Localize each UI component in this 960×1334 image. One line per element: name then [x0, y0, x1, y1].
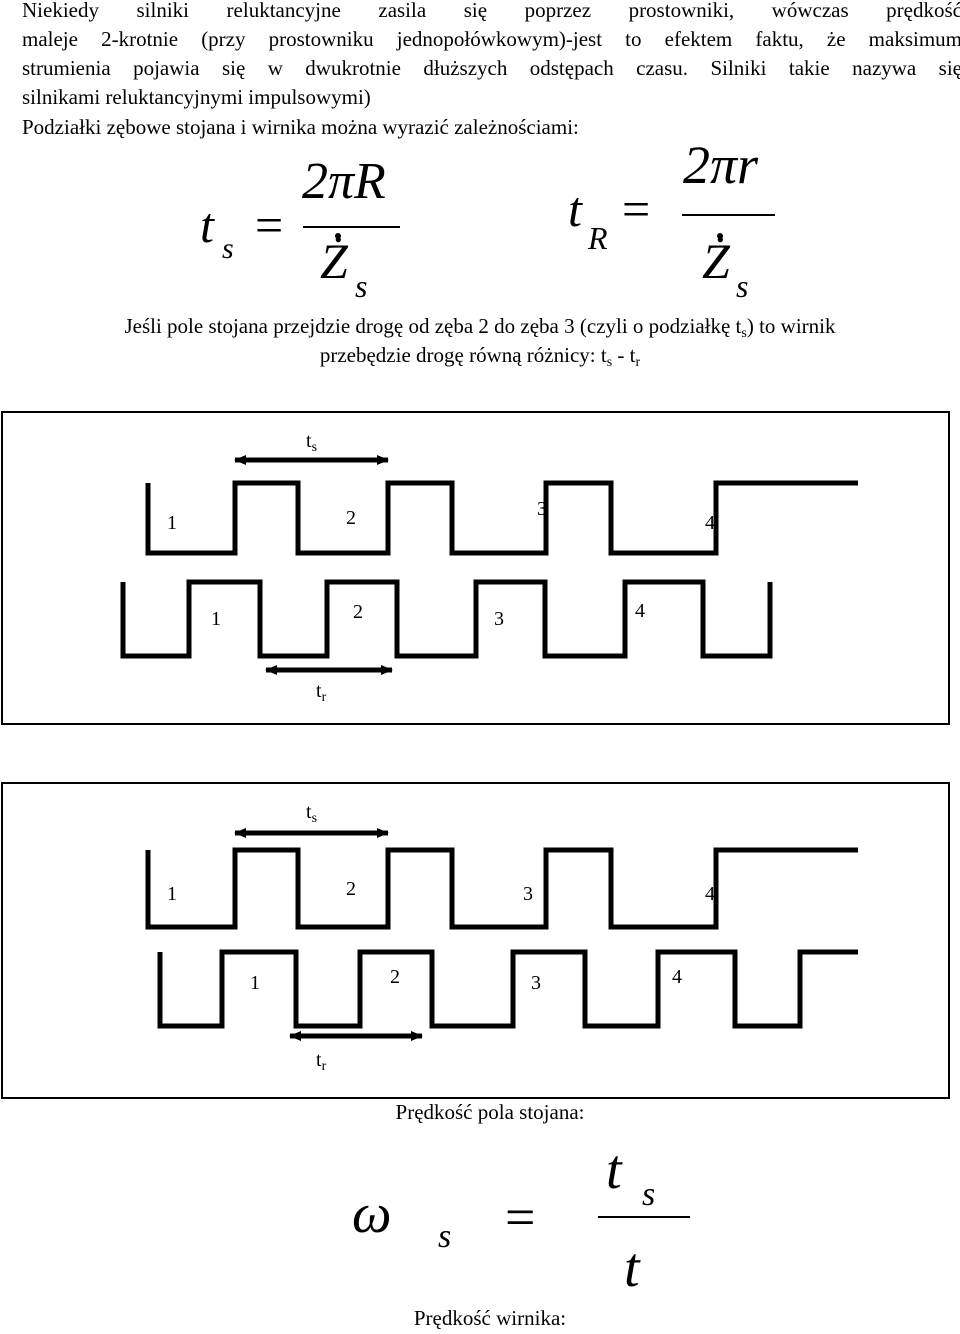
diagram-2-rotor-tooth-2: 2 [390, 966, 400, 988]
intro-line-5: Podziałki zębowe stojana i wirnika można… [22, 115, 579, 139]
diagram-1 [1, 411, 950, 725]
formula-ts-lhs-sub: s [222, 232, 234, 265]
formula-tr-num: 2πr [683, 135, 759, 195]
intro-line-2: maleje 2-krotnie (przy prostowniku jedno… [22, 27, 960, 51]
explain-line-2-sub-1: s [606, 355, 613, 370]
diagram-1-stator-profile [145, 480, 858, 556]
formula-tr-eq: = [622, 181, 651, 237]
diagram-1-ts-label: ts [306, 430, 318, 455]
diagram-2 [1, 782, 950, 1099]
formula-ts-den-sub: s [355, 268, 368, 304]
diagram-2-stator-tooth-2: 2 [346, 878, 356, 900]
formula-tr-lhs: t [568, 181, 582, 237]
explain-line-2-sub-2: r [635, 355, 641, 370]
explain-line-1: Jeśli pole stojana przejdzie drogę od zę… [0, 312, 960, 348]
diagram-2-stator-tooth-1: 1 [167, 883, 177, 905]
formula-omega-lhs: ω [352, 1183, 392, 1245]
formula-omega-lhs-sub: s [438, 1218, 452, 1255]
formula-ts-eq: = [255, 197, 284, 253]
diagram-2-stator-tooth-4: 4 [705, 883, 715, 905]
formula-tr-dot [717, 233, 723, 239]
diagram-2-stator-profile [145, 847, 858, 930]
diagram-1-frame [1, 411, 950, 725]
diagram-1-rotor-tooth-3: 3 [494, 608, 504, 630]
explain-line-1-sub: s [741, 326, 747, 341]
diagram-2-ts-label: ts [306, 801, 318, 826]
explain-line-2: przebędzie drogę równą różnicy: ts - tr [0, 341, 960, 377]
explain-line-1-a: Jeśli pole stojana przejdzie drogę od zę… [124, 314, 742, 338]
speed-rotor-caption: Prędkość wirnika: [413, 1306, 567, 1330]
diagram-1-tr-label: tr [316, 680, 327, 705]
diagram-1-stator-tooth-3: 3 [537, 498, 547, 520]
diagram-2-rotor-tooth-3: 3 [531, 972, 541, 994]
intro-line-4: silnikami reluktancyjnymi impulsowymi) [22, 85, 371, 109]
diagram-1-rotor-tooth-4: 4 [635, 600, 645, 622]
diagram-1-stator-tooth-4: 4 [705, 512, 715, 534]
diagram-2-tr-label: tr [316, 1049, 327, 1074]
diagram-1-stator-tooth-1: 1 [167, 512, 177, 534]
formula-ts-num: 2πR [302, 153, 386, 210]
intro-line-1: Niekiedy silniki reluktancyjne zasila si… [22, 0, 960, 22]
formula-tr-lhs-sub: R [588, 220, 608, 256]
diagram-1-rotor-tooth-1: 1 [211, 608, 221, 630]
intro-line-3: strumienia pojawia się w dwukrotnie dłuż… [22, 56, 960, 80]
diagram-2-rotor-tooth-4: 4 [672, 966, 682, 988]
explain-line-1-b: ) to wirnik [746, 314, 836, 338]
diagram-2-stator-tooth-3: 3 [523, 883, 533, 905]
formula-ts-dot [335, 233, 341, 239]
formula-omega-den: t [624, 1237, 640, 1299]
diagram-2-frame [1, 782, 950, 1099]
diagram-2-rotor-profile [157, 949, 858, 1029]
formula-tr-den-sub: s [736, 268, 749, 304]
diagram-1-stator-tooth-2: 2 [346, 507, 356, 529]
formula-omega-num-sub: s [642, 1176, 656, 1213]
explain-line-2-mid: - t [612, 343, 636, 367]
explain-line-2-a: przebędzie drogę równą różnicy: t [319, 343, 607, 367]
diagram-1-rotor-profile [120, 579, 773, 659]
formula-tr-den: Ż [702, 233, 730, 289]
formula-omega-num: t [606, 1139, 622, 1201]
formula-ts-lhs: t [200, 197, 214, 253]
diagram-1-rotor-tooth-2: 2 [353, 601, 363, 623]
diagram-2-rotor-tooth-1: 1 [250, 972, 260, 994]
formula-ts-den: Ż [320, 233, 348, 289]
formula-omega-eq: = [505, 1187, 536, 1247]
speed-stator-caption: Prędkość pola stojana: [395, 1100, 585, 1124]
